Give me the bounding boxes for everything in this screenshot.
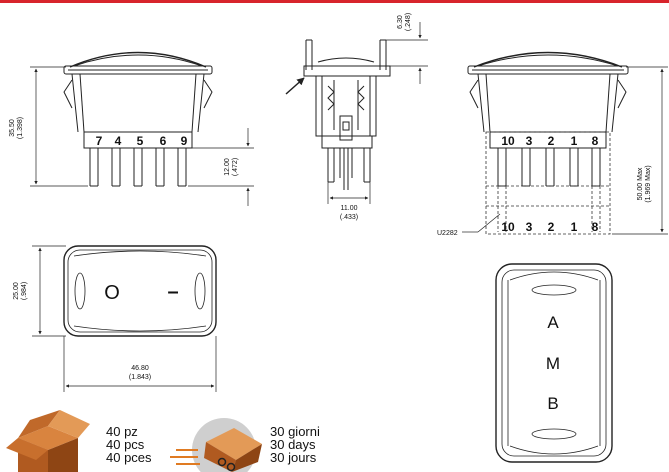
end-width-value: 11.00 (341, 205, 358, 212)
front-letter-m: M (546, 354, 560, 373)
right-pin-label: 10 (501, 134, 515, 148)
quantity-italian: 40 pz (106, 424, 138, 439)
variant-pin-label: 3 (526, 220, 533, 234)
left-pin-label: 6 (160, 134, 167, 148)
terminal-length-dimension (188, 128, 254, 206)
header-accent-bar (0, 0, 669, 3)
variant-pin-label: 1 (571, 220, 578, 234)
top-height-value: 25.00 (13, 282, 20, 300)
quantity-english: 40 pcs (106, 437, 145, 452)
end-top-value: 6.30 (397, 15, 404, 29)
left-side-view (63, 51, 213, 187)
terminal-length-value: 12.00 (224, 158, 231, 176)
top-width-inch: (1.843) (129, 374, 151, 381)
left-height-value: 35.50 (9, 119, 16, 137)
quantity-info: 40 pz 40 pcs 40 pces (106, 425, 152, 464)
end-width-dimension (327, 182, 371, 204)
u2282-leader-line (462, 213, 501, 233)
top-view (63, 245, 217, 337)
top-height-dimension (32, 245, 66, 337)
right-pin-label: 2 (548, 134, 555, 148)
left-pin-label: 4 (115, 134, 122, 148)
right-height-inch: (1.969 Max) (645, 165, 652, 202)
variant-pin-label: 8 (592, 220, 599, 234)
left-pin-label: 9 (181, 134, 188, 148)
u2282-variant-outline (485, 131, 611, 235)
quantity-french: 40 pces (106, 450, 152, 465)
variant-pin-label: 10 (501, 220, 515, 234)
end-top-inch: (.248) (405, 13, 412, 31)
box-icon (6, 410, 90, 472)
variant-pin-label: 2 (548, 220, 555, 234)
end-top-dimension (382, 22, 428, 84)
left-height-inch: (1.398) (17, 117, 24, 139)
on-symbol: – (167, 281, 178, 303)
right-pin-label: 1 (571, 134, 578, 148)
delivery-english: 30 days (270, 437, 316, 452)
actuator-pointer-arrow (285, 77, 305, 95)
left-pin-label: 7 (96, 134, 103, 148)
left-pin-label: 5 (137, 134, 144, 148)
delivery-french: 30 jours (270, 450, 317, 465)
top-height-inch: (.984) (21, 282, 28, 300)
top-width-value: 46.80 (131, 365, 149, 372)
delivery-italian: 30 giorni (270, 424, 320, 439)
u2282-label: U2282 (437, 230, 458, 237)
front-letter-a: A (547, 313, 559, 332)
right-height-dimension (612, 66, 668, 235)
top-width-dimension (63, 336, 217, 392)
terminal-length-inch: (.472) (232, 158, 239, 176)
front-view (495, 263, 613, 463)
end-width-inch: (.433) (340, 214, 358, 221)
end-view (303, 39, 391, 190)
front-letter-b: B (547, 394, 558, 413)
off-symbol: O (104, 282, 120, 304)
right-pin-label: 3 (526, 134, 533, 148)
right-height-value: 50.00 Max (637, 167, 644, 200)
delivery-info: 30 giorni 30 days 30 jours (270, 425, 320, 464)
left-height-dimension (30, 66, 88, 187)
right-side-view (467, 51, 629, 187)
right-pin-label: 8 (592, 134, 599, 148)
truck-icon (170, 418, 262, 472)
